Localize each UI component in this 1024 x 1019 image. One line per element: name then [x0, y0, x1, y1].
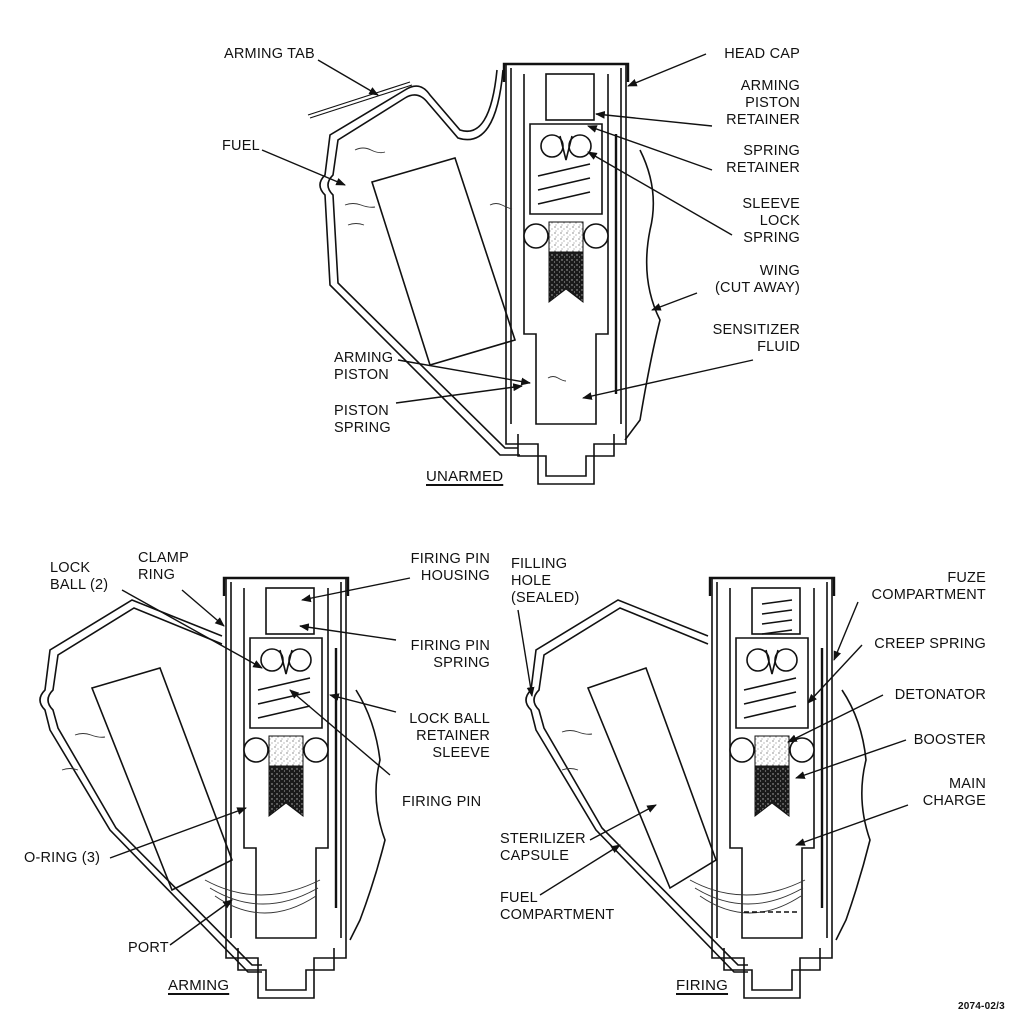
leader-wing: [651, 292, 698, 311]
label-port: PORT: [128, 940, 169, 956]
leader-sterilizer-capsule: [589, 804, 657, 841]
leader-arming-tab: [317, 59, 379, 96]
leader-sleeve-lock-spring: [587, 151, 733, 236]
panel-title-firing: FIRING: [676, 977, 729, 994]
label-firing-pin: FIRING PIN: [402, 794, 482, 810]
panel-unarmed-drawing: [307, 62, 661, 486]
leader-lock-ball-retainer-sleeve: [329, 693, 397, 713]
label-lock-ball: LOCK BALL (2): [50, 560, 109, 593]
label-arming-piston: ARMING PISTON: [334, 350, 394, 383]
label-sleeve-lock-spring: SLEEVE LOCK SPRING: [742, 196, 800, 246]
label-lock-ball-retainer-sleeve: LOCK BALL RETAINER SLEEVE: [409, 711, 490, 761]
leader-arming-piston-retainer: [595, 111, 713, 127]
leader-piston-spring: [395, 383, 523, 404]
panel-title-arming: ARMING: [168, 977, 230, 994]
label-arming-piston-retainer: ARMING PISTON RETAINER: [726, 78, 800, 128]
leader-creep-spring: [807, 644, 863, 704]
leader-fuel: [261, 149, 346, 186]
leader-filling-hole: [517, 609, 535, 697]
leader-sensitizer-fluid: [582, 359, 754, 400]
leader-o-ring: [109, 807, 247, 859]
label-arming-tab: ARMING TAB: [224, 46, 315, 62]
leader-firing-pin: [289, 689, 391, 776]
label-main-charge: MAIN CHARGE: [922, 776, 986, 809]
panel-title-unarmed: UNARMED: [426, 468, 504, 485]
leader-lock-ball: [121, 589, 263, 669]
label-firing-pin-housing: FIRING PIN HOUSING: [410, 551, 490, 584]
label-detonator: DETONATOR: [894, 687, 986, 703]
label-spring-retainer: SPRING RETAINER: [726, 143, 800, 176]
leader-arming-piston: [397, 359, 531, 386]
leader-booster: [795, 739, 907, 779]
leader-clamp-ring: [181, 589, 225, 627]
label-o-ring: O-RING (3): [24, 850, 101, 866]
leader-firing-pin-spring: [299, 623, 397, 641]
label-fuel-compartment: FUEL COMPARTMENT: [500, 890, 615, 923]
leader-main-charge: [795, 804, 909, 846]
label-firing-pin-spring: FIRING PIN SPRING: [410, 638, 490, 671]
label-booster: BOOSTER: [913, 732, 986, 748]
label-sterilizer-capsule: STERILIZER CAPSULE: [500, 831, 586, 864]
leader-head-cap: [627, 53, 707, 87]
label-fuze-compartment: FUZE COMPARTMENT: [871, 570, 986, 603]
label-filling-hole: FILLING HOLE (SEALED): [511, 556, 580, 606]
leader-fuze-compartment: [833, 601, 859, 661]
leader-detonator: [787, 694, 884, 743]
label-fuel: FUEL: [222, 138, 260, 154]
label-piston-spring: PISTON SPRING: [334, 403, 391, 436]
label-head-cap: HEAD CAP: [724, 46, 800, 62]
label-sensitizer-fluid: SENSITIZER FLUID: [712, 322, 800, 355]
figure-reference-number: 2074-02/3: [958, 1001, 1005, 1012]
leader-fuel-compartment: [539, 844, 621, 896]
label-creep-spring: CREEP SPRING: [874, 636, 986, 652]
panel-firing-drawing: [525, 576, 871, 1000]
label-clamp-ring: CLAMP RING: [138, 550, 189, 583]
leader-spring-retainer: [587, 125, 713, 171]
leader-firing-pin-housing: [301, 577, 411, 603]
leader-port: [169, 899, 233, 946]
panel-arming-drawing: [39, 576, 386, 1000]
label-wing: WING (CUT AWAY): [715, 263, 800, 296]
